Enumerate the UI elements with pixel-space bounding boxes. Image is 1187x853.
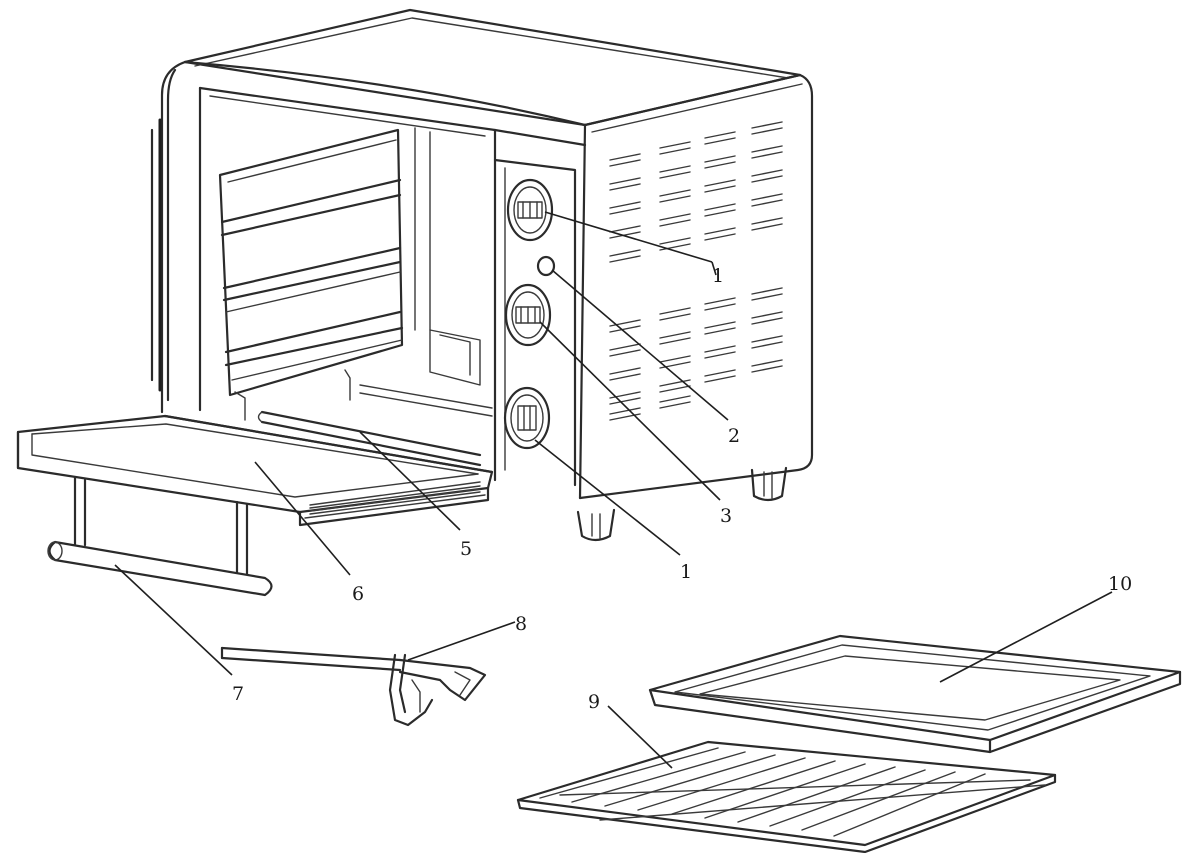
callout-1-top: 1 [712,265,724,287]
callout-2: 2 [728,425,740,447]
callout-labels: 1 2 3 1 5 6 7 8 9 10 [232,265,1132,713]
oven-door [16,414,494,527]
callout-5: 5 [460,538,472,560]
oven-body [150,8,814,542]
callout-7: 7 [232,683,244,705]
rotisserie-tool [220,646,487,727]
side-vents-upper [609,121,783,263]
temperature-knob [504,283,552,347]
callout-10: 10 [1108,573,1132,595]
callout-6: 6 [352,583,364,605]
callout-9: 9 [588,691,600,713]
door-handle [47,476,273,597]
callout-1-bottom: 1 [680,561,692,583]
oven-feet [576,466,788,542]
leader-lines [114,211,1113,769]
callout-8: 8 [515,613,527,635]
timer-knob [506,178,554,242]
baking-tray [648,634,1182,754]
side-vents-lower [609,287,783,421]
callout-3: 3 [720,505,732,527]
indicator-lamp [536,255,556,277]
function-knob [503,386,551,450]
wire-rack [516,740,1057,853]
interior-rack-guides [218,128,404,421]
